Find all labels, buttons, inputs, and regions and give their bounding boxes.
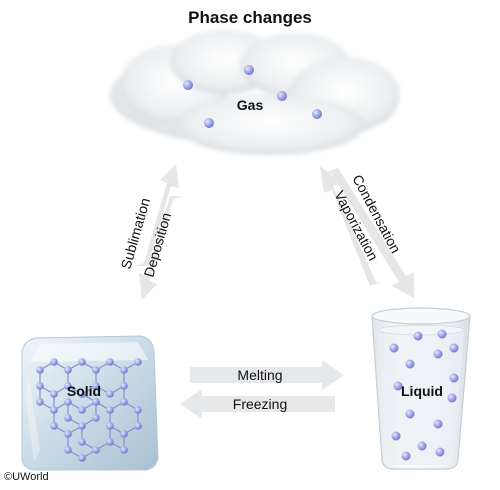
condensation-arrow <box>326 168 414 298</box>
sublimation-arrow <box>136 164 179 266</box>
solid-label: Solid <box>67 383 101 399</box>
liquid-glass: Liquid <box>371 307 471 470</box>
diagram-title: Phase changes <box>188 8 312 27</box>
freezing-label: Freezing <box>233 396 287 412</box>
liquid-label: Liquid <box>401 383 443 399</box>
solid-ice-cube: Solid <box>21 335 159 471</box>
melting-label: Melting <box>237 367 282 383</box>
gas-particles <box>183 65 322 128</box>
liquid-particles <box>389 329 459 461</box>
sublimation-deposition-arrows: Sublimation Deposition <box>118 164 183 300</box>
gas-cloud: Gas <box>110 30 400 155</box>
gas-particle <box>277 91 287 101</box>
gas-label: Gas <box>237 97 264 113</box>
melting-arrow <box>190 360 344 390</box>
condensation-vaporization-arrows: Condensation Vaporization <box>320 166 414 298</box>
gas-particle <box>312 109 322 119</box>
vaporization-arrow <box>320 166 382 286</box>
gas-particle <box>204 118 214 128</box>
solid-particles <box>36 358 142 462</box>
copyright-notice: ©UWorld <box>4 471 49 483</box>
gas-particle <box>244 65 254 75</box>
deposition-arrow <box>139 196 183 300</box>
melting-freezing-arrows: Melting Freezing <box>180 360 344 419</box>
gas-particle <box>183 80 193 90</box>
freezing-arrow <box>180 389 335 419</box>
